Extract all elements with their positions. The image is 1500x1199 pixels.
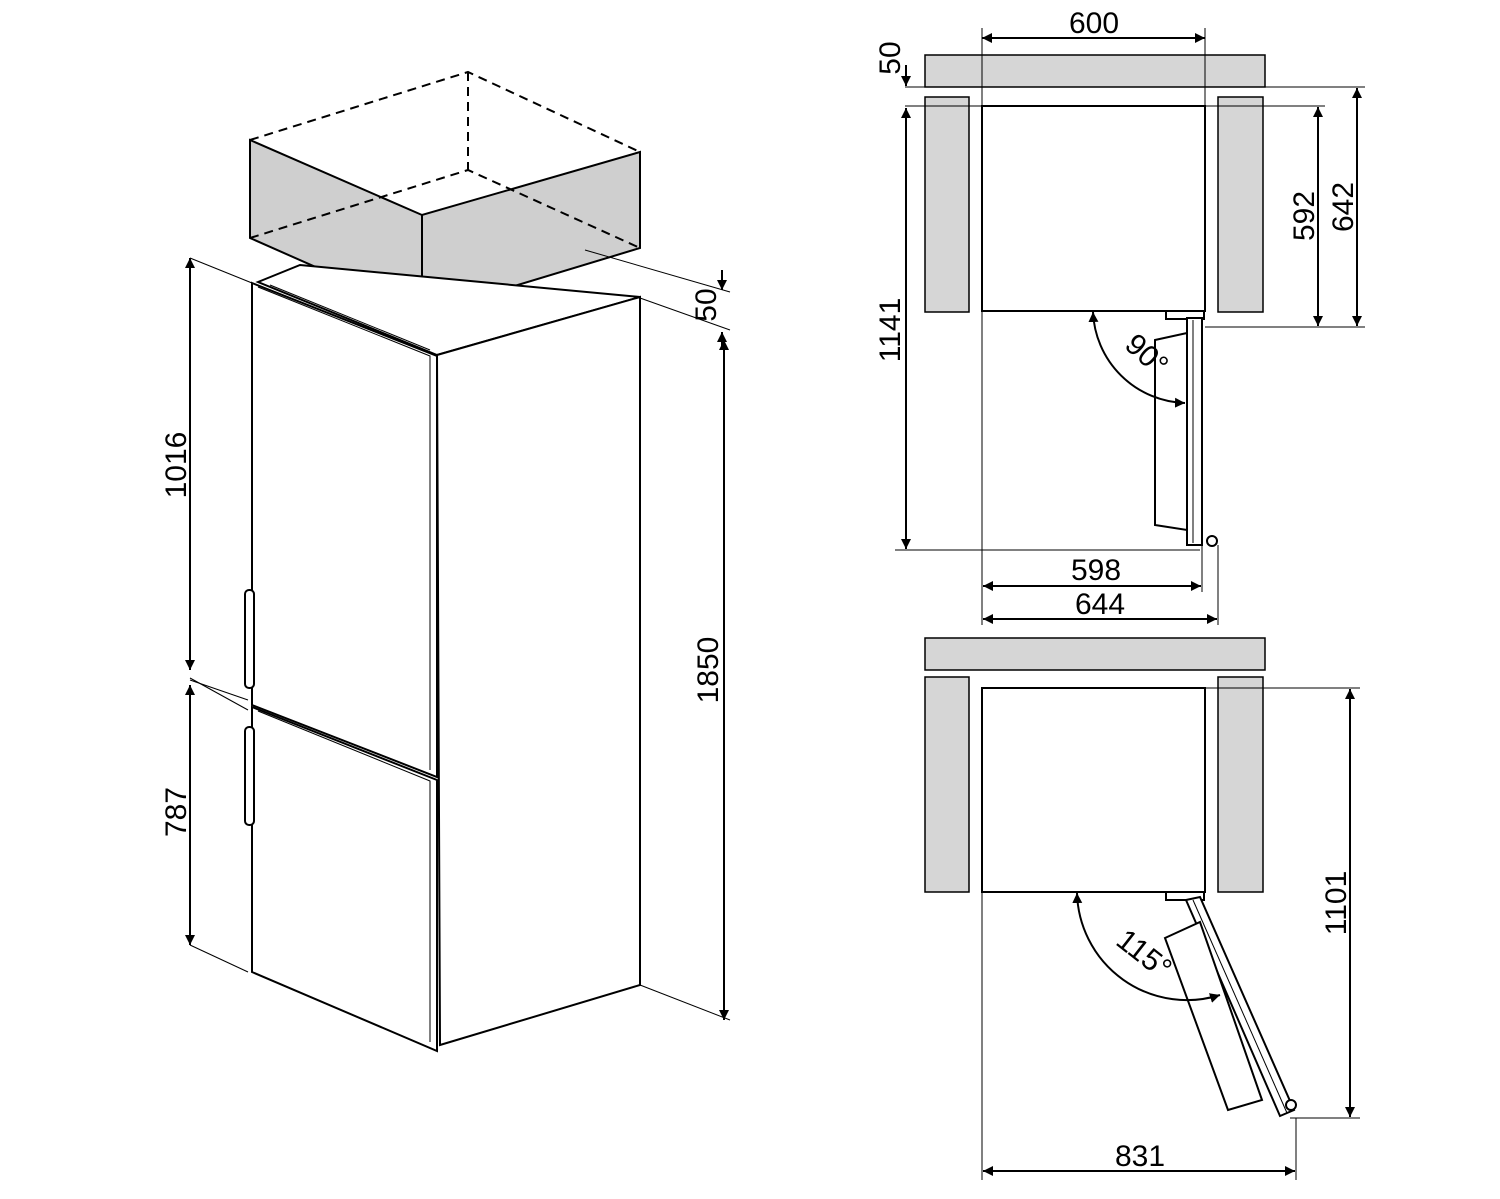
back-wall-115 xyxy=(924,637,1266,671)
dim-width-body-label: 598 xyxy=(1071,554,1121,587)
left-cabinet-90 xyxy=(924,96,970,313)
right-cabinet-115 xyxy=(1217,676,1264,893)
lower-door-handle xyxy=(244,726,255,826)
fridge-body xyxy=(251,263,641,1053)
right-cabinet-90 xyxy=(1217,96,1264,313)
dim-depth-open-115-label: 1101 xyxy=(1320,871,1353,936)
dim-top-gap-label: 50 xyxy=(874,41,907,74)
upper-door-handle xyxy=(244,589,255,689)
dim-iso-total-height-label: 1850 xyxy=(692,637,725,704)
isometric-view: 50 1850 1016 787 xyxy=(160,70,731,1053)
dim-iso-upper-door-label: 1016 xyxy=(160,432,193,499)
top-view-115: 1101 831 115° xyxy=(924,637,1360,1180)
dim-width-open-115-label: 831 xyxy=(1115,1140,1165,1173)
dim-iso-lower-door-label: 787 xyxy=(160,787,193,837)
top-view-90: 600 50 1141 592 642 598 644 90° xyxy=(874,7,1365,625)
open-door-90 xyxy=(1186,317,1203,546)
dim-depth-body-label: 592 xyxy=(1288,191,1321,241)
fridge-top-115 xyxy=(981,687,1206,893)
left-cabinet-115 xyxy=(924,676,970,893)
dim-top-width-label: 600 xyxy=(1069,7,1119,40)
fridge-top-90 xyxy=(981,105,1206,312)
dim-depth-total-label: 642 xyxy=(1327,182,1360,232)
dim-iso-upper-door: 1016 xyxy=(160,257,253,701)
dim-width-handle-label: 644 xyxy=(1075,588,1125,621)
dim-iso-top-gap: 50 xyxy=(584,249,731,350)
dim-iso-lower-door: 787 xyxy=(160,677,249,973)
dim-iso-top-gap-label: 50 xyxy=(690,288,723,321)
dim-depth-open-90-label: 1141 xyxy=(874,298,907,363)
dim-iso-total-height: 1850 xyxy=(639,340,731,1021)
back-wall-90 xyxy=(924,54,1266,88)
